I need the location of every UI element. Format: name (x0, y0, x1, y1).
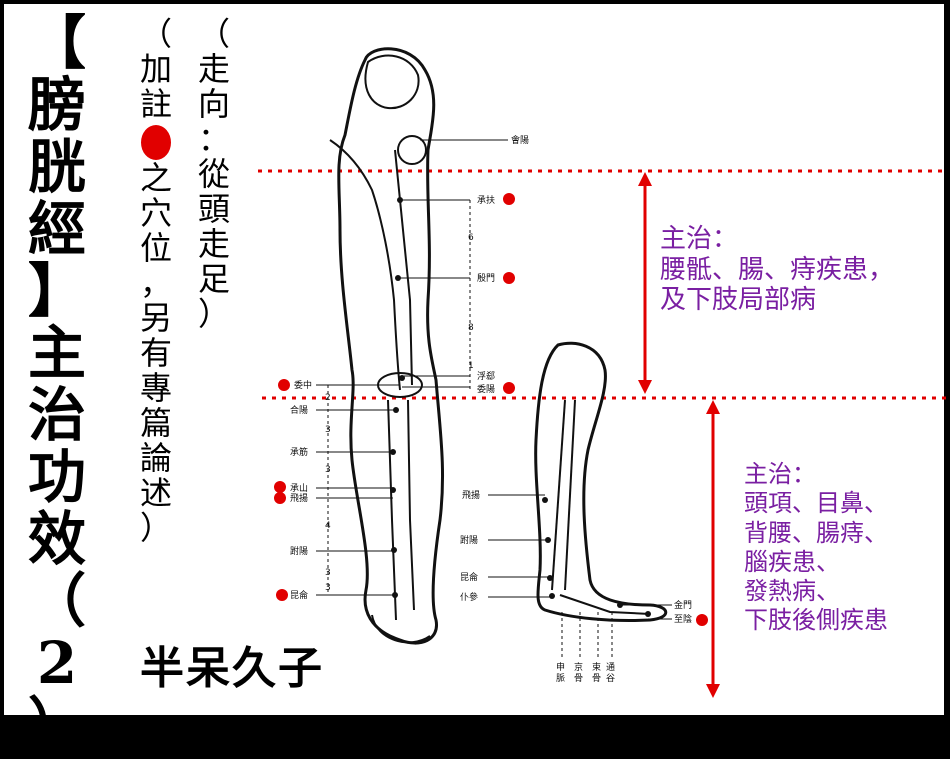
extra-char: 註 (140, 85, 173, 123)
lower-indication-line-3: 腦疾患、 (744, 547, 840, 576)
highlighted-point-dots (274, 193, 708, 626)
direction-char: ） (198, 295, 231, 333)
bottom-bone-label: 束 (592, 662, 601, 673)
direction-char: 走 (198, 225, 231, 263)
title-char: 膀 (28, 71, 87, 139)
lower-indication-line-5: 下肢後側疾患 (744, 606, 888, 635)
poster-frame (4, 4, 944, 715)
lower-range-arrow (706, 400, 720, 698)
extra-char: 專 (140, 369, 173, 407)
point-label-left: 昆侖 (290, 589, 308, 601)
point-label-left: 承山 (290, 483, 308, 494)
title-char: 【 (28, 9, 87, 77)
cun-label-upper: 6 (468, 233, 474, 243)
direction-char: 從 (198, 155, 231, 193)
extra-char: 位 (140, 229, 173, 267)
cun-label-lower: 4 (325, 521, 331, 531)
upper-indication-line-2: 及下肢局部病 (660, 285, 817, 316)
title-char: 2 (36, 629, 78, 697)
red-dot-legend-icon (141, 125, 171, 160)
upper-leader-lines (398, 139, 508, 390)
title-char: 胱 (28, 133, 87, 201)
upper-indication: 主治： 腰骶、腸、痔疾患， 及下肢局部病 (660, 224, 894, 316)
extra-char: 述 (140, 474, 173, 512)
upper-indication-line-1: 腰骶、腸、痔疾患， (660, 254, 895, 285)
cun-label-lower: 2 (325, 393, 331, 403)
point-label-foot: 飛揚 (462, 489, 480, 501)
pelvis-sketch (364, 54, 427, 165)
bottom-bone-label: 申 (556, 661, 565, 673)
title-char: （ (28, 567, 87, 635)
extra-char: 穴 (140, 194, 173, 232)
point-label-foot: 仆參 (460, 591, 478, 603)
point-label-upper: 承扶 (477, 194, 495, 206)
point-label-upper: 殷門 (477, 272, 495, 284)
bottom-bone-label: 脈 (556, 672, 565, 684)
leg-back-view (329, 47, 445, 645)
lower-indication-line-4: 發熱病、 (744, 577, 840, 606)
point-label-left: 委中 (294, 379, 312, 391)
point-label-left: 承筋 (290, 446, 308, 458)
title-char: 經 (28, 195, 87, 263)
point-label-upper: 會陽 (511, 134, 529, 146)
lower-indication-line-2: 背腰、腸痔、 (744, 518, 888, 547)
upper-indication-label: 主治： (660, 224, 739, 254)
brand-logo: 半呆久子 (140, 643, 324, 694)
direction-char: 走 (198, 50, 231, 88)
lower-indication-label: 主治： (744, 460, 816, 488)
direction-char: 足 (198, 260, 231, 298)
extra-char: 有 (140, 334, 173, 372)
title-char: 】 (28, 257, 87, 325)
extra-note: （加註之穴位，另有專篇論述） (140, 18, 172, 547)
direction-char: ： (198, 120, 231, 158)
extra-char: ） (140, 509, 173, 547)
bottom-bone-label: 骨 (592, 673, 601, 684)
title-char: 效 (28, 505, 87, 573)
point-label-foot: 昆侖 (460, 571, 478, 583)
lower-indication: 主治： 頭項、目鼻、 背腰、腸痔、 腦疾患、 發熱病、 下肢後側疾患 (744, 460, 888, 636)
title-char: 主 (28, 319, 87, 387)
left-leader-lines (316, 384, 400, 596)
leg-side-view (534, 341, 668, 623)
cun-label-lower: 3 (325, 568, 331, 578)
point-label-left: 飛揚 (290, 492, 308, 504)
point-label-upper: 浮郄 (477, 370, 495, 382)
title-char: 治 (28, 381, 87, 449)
point-label-foot: 至陰 (674, 613, 692, 625)
extra-char: 之 (140, 159, 173, 197)
bottom-bone-label: 骨 (574, 673, 583, 684)
cun-labels: 6 8 1 2 3 3 4 3 3 (325, 233, 474, 593)
bottom-bone-label: 谷 (606, 673, 615, 684)
point-label-left: 跗陽 (290, 545, 308, 557)
extra-char: （ (140, 15, 173, 53)
direction-note: （走向：從頭走足） (198, 18, 230, 333)
lower-indication-line-1: 頭項、目鼻、 (744, 489, 888, 518)
upper-range-arrow (638, 172, 652, 394)
point-label-left: 合陽 (290, 404, 308, 416)
foot-leader-lines (488, 494, 672, 660)
cun-label-lower: 3 (325, 425, 331, 435)
extra-char: 加 (140, 50, 173, 88)
point-label-foot: 金門 (674, 599, 692, 611)
direction-char: （ (198, 15, 231, 53)
cun-label-lower: 3 (325, 583, 331, 593)
direction-char: 向 (198, 85, 231, 123)
extra-char: 篇 (140, 404, 173, 442)
direction-char: 頭 (198, 190, 231, 228)
point-label-upper: 委陽 (477, 383, 495, 395)
bottom-bone-label: 京 (574, 661, 583, 673)
extra-char: 論 (140, 439, 173, 477)
extra-char: 另 (140, 299, 173, 337)
point-label-foot: 跗陽 (460, 534, 478, 546)
cun-label-upper: 1 (468, 361, 474, 371)
cun-label-upper: 8 (468, 323, 474, 333)
extra-char: ， (140, 264, 173, 302)
title-char: 功 (28, 443, 87, 511)
cun-label-lower: 3 (325, 465, 331, 475)
bottom-bone-label: 通 (606, 662, 615, 673)
